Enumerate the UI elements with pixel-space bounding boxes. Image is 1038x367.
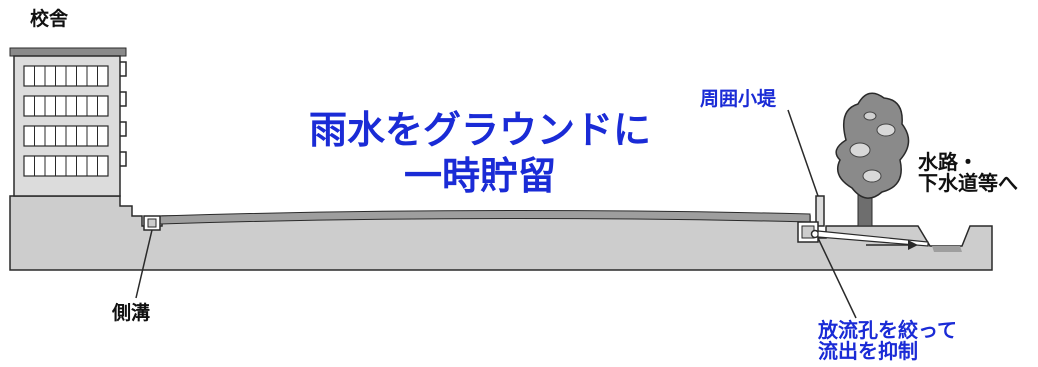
school-building [9, 47, 127, 197]
balcony-bracket [120, 151, 127, 167]
leader-line-perimeter-bank [787, 109, 819, 197]
side-ditch-label: 側溝 [112, 302, 151, 324]
leader-line-outflow-control [817, 237, 857, 319]
balcony-bracket [120, 61, 127, 77]
title-line-1: 雨水をグラウンドに [308, 108, 651, 152]
waterway-water [932, 246, 962, 252]
ground-cross-section [9, 195, 993, 271]
title-line-2: 一時貯留 [403, 153, 556, 198]
school-building-label: 校舎 [30, 8, 69, 30]
balcony-bracket [120, 91, 127, 107]
waterway-label: 水路・ 下水道等へ [918, 150, 1018, 195]
side-ditch-inner [147, 218, 157, 228]
perimeter-bank-wall [815, 195, 825, 227]
balcony-bracket [120, 121, 127, 137]
flow-arrow-head [908, 240, 918, 250]
outflow-pipe [817, 230, 929, 247]
outflow-control-label: 放流孔を絞って 流出を抑制 [818, 318, 957, 363]
perimeter-bank-label: 周囲小堤 [700, 88, 777, 110]
leader-line-side-ditch [135, 229, 153, 299]
diagram-title: 雨水をグラウンドに 一時貯留 [250, 108, 710, 199]
tree [835, 92, 910, 227]
